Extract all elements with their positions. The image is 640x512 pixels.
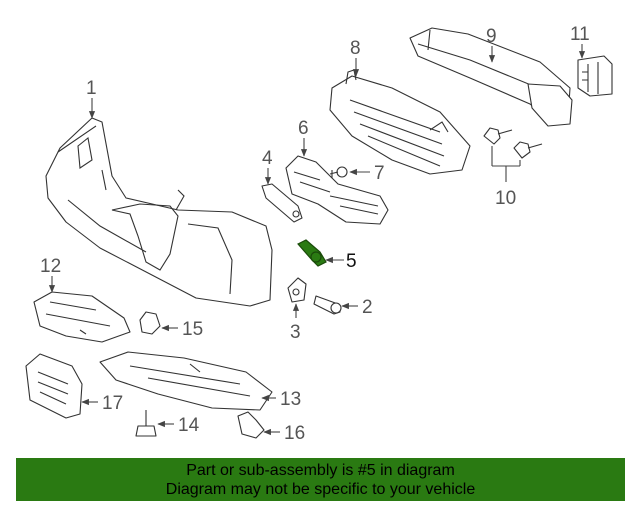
callout-5: 5 bbox=[346, 251, 357, 272]
callout-3: 3 bbox=[290, 322, 301, 343]
part-7-clip bbox=[329, 166, 348, 178]
part-8-grille bbox=[329, 69, 471, 175]
callout-10: 10 bbox=[495, 188, 516, 209]
callout-13: 13 bbox=[280, 389, 301, 410]
part-11-bracket bbox=[577, 55, 613, 97]
callout-15: 15 bbox=[182, 319, 203, 340]
banner-line-disclaimer: Diagram may not be specific to your vehi… bbox=[165, 481, 476, 498]
part-13-engine-under-cover bbox=[99, 351, 273, 411]
part-3-bracket bbox=[287, 277, 307, 303]
callout-14: 14 bbox=[178, 415, 200, 436]
part-17-license-bracket bbox=[25, 353, 83, 419]
part-1-bumper-cover bbox=[45, 117, 273, 307]
callout-16: 16 bbox=[284, 423, 305, 444]
callout-12: 12 bbox=[40, 256, 61, 277]
part-15-clip bbox=[139, 311, 161, 335]
banner-line-part-info: Part or sub-assembly is #5 in diagram bbox=[186, 462, 455, 479]
part-2-bolt bbox=[313, 295, 342, 315]
callout-4: 4 bbox=[262, 148, 273, 169]
info-banner: Part or sub-assembly is #5 in diagram Di… bbox=[16, 458, 625, 501]
part-12-under-cover bbox=[33, 291, 131, 343]
part-9-reinforcement-beam bbox=[409, 27, 573, 127]
part-10-bolts bbox=[483, 127, 543, 159]
callout-8: 8 bbox=[350, 38, 361, 59]
callout-9: 9 bbox=[486, 26, 497, 47]
part-6-duct bbox=[285, 155, 389, 225]
part-14-bolt bbox=[135, 410, 157, 437]
callout-11: 11 bbox=[570, 24, 590, 45]
callout-1: 1 bbox=[86, 78, 97, 99]
callout-7: 7 bbox=[374, 163, 385, 184]
part-5-highlighted-bolt bbox=[297, 239, 327, 267]
callout-6: 6 bbox=[298, 118, 309, 139]
part-16-bracket bbox=[237, 411, 265, 439]
callout-17: 17 bbox=[102, 393, 123, 414]
part-4-support bbox=[261, 183, 303, 223]
callout-2: 2 bbox=[362, 297, 373, 318]
leader-lines bbox=[48, 44, 586, 436]
